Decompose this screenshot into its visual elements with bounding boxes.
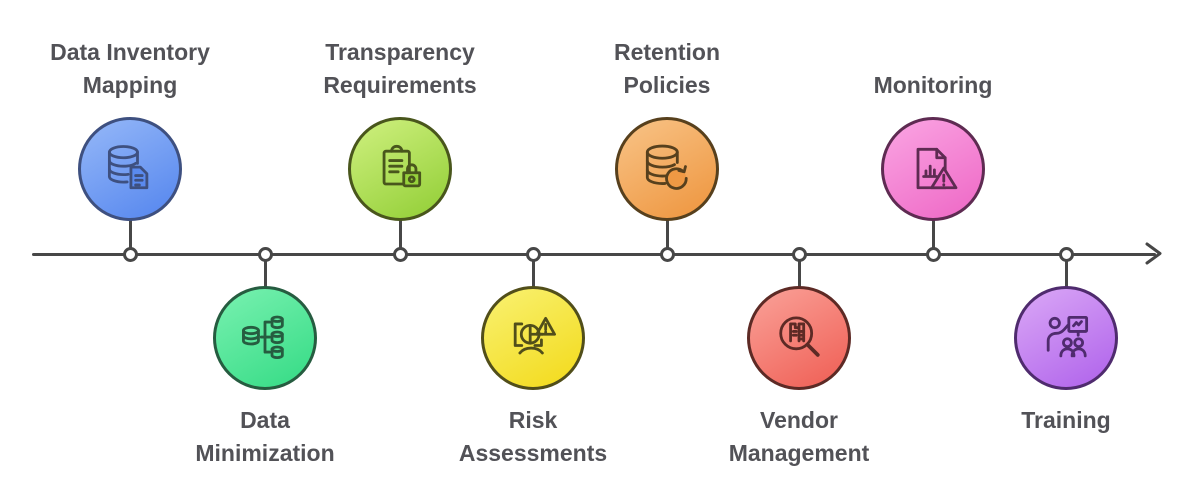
trainer-audience-icon	[1046, 315, 1089, 358]
timeline-node-dot	[525, 246, 541, 262]
milestone-circle	[348, 117, 452, 221]
label-line: Retention	[613, 39, 721, 65]
milestone-circle	[213, 286, 317, 390]
label-line: Training	[1021, 407, 1111, 433]
label-line: Assessments	[458, 440, 608, 466]
label-line: Data Inventory	[50, 39, 210, 65]
connector-stem	[665, 218, 669, 254]
label-line: Policies	[623, 72, 711, 98]
milestone-label: Retention Policies	[542, 36, 792, 102]
milestone-circle	[1014, 286, 1118, 390]
connector-stem	[398, 218, 402, 254]
connector-stem	[531, 254, 535, 290]
milestone-label: Data Inventory Mapping	[5, 36, 255, 102]
timeline-node-dot	[257, 246, 273, 262]
connector-stem	[931, 218, 935, 254]
timeline-node-dot	[659, 246, 675, 262]
connector-stem	[1064, 254, 1068, 290]
timeline-node-dot	[392, 246, 408, 262]
timeline-node-dot	[122, 246, 138, 262]
database-document-icon	[107, 145, 149, 190]
label-line: Mapping	[82, 72, 178, 98]
timeline-node-dot	[791, 246, 807, 262]
connector-stem	[797, 254, 801, 290]
timeline-node-dot	[925, 246, 941, 262]
label-line: Data	[240, 407, 290, 433]
label-line: Management	[728, 440, 870, 466]
label-line: Vendor	[760, 407, 838, 433]
milestone-label: Training	[941, 404, 1191, 470]
milestone-label: Monitoring	[808, 36, 1058, 102]
milestone-circle	[747, 286, 851, 390]
label-line: Minimization	[195, 440, 335, 466]
milestone-circle	[881, 117, 985, 221]
milestone-circle	[615, 117, 719, 221]
milestone-label: Risk Assessments	[408, 404, 658, 470]
arrow-right-icon	[1145, 242, 1162, 265]
database-refresh-icon	[645, 144, 688, 190]
milestone-label: Data Minimization	[140, 404, 390, 470]
label-line: Requirements	[323, 72, 477, 98]
report-warning-icon	[916, 147, 958, 190]
milestone-label: Transparency Requirements	[275, 36, 525, 102]
magnifier-vendor-icon	[779, 316, 820, 357]
timeline-node-dot	[1058, 246, 1074, 262]
connector-stem	[128, 218, 132, 254]
milestone-label: Vendor Management	[674, 404, 924, 470]
risk-face-warning-icon	[513, 316, 556, 355]
clipboard-lock-icon	[382, 144, 422, 188]
timeline-axis	[32, 252, 1156, 256]
connector-stem	[263, 254, 267, 290]
milestone-circle	[481, 286, 585, 390]
database-split-icon	[242, 315, 284, 359]
label-line: Risk	[508, 407, 558, 433]
label-line: Transparency	[325, 39, 475, 65]
label-line: Monitoring	[873, 72, 993, 98]
milestone-circle	[78, 117, 182, 221]
